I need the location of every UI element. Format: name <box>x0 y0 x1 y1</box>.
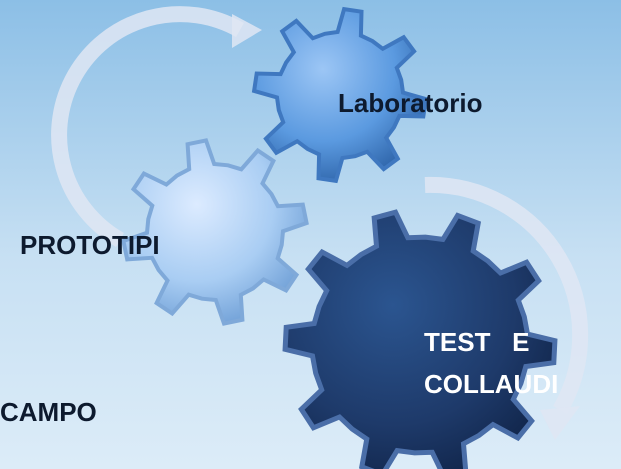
campo-label: CAMPO <box>0 397 97 427</box>
circular-arrow-icon <box>424 176 589 414</box>
prototipi-label: PROTOTIPI <box>20 230 160 260</box>
circular-arrow-icon <box>51 6 244 247</box>
test-label-line1: TEST E <box>424 327 530 357</box>
gear-icon <box>251 6 429 184</box>
laboratorio-label: Laboratorio <box>338 88 483 118</box>
arrow-head <box>232 14 262 48</box>
gear-icon <box>282 209 558 469</box>
test-label-line2: COLLAUDI <box>424 369 559 399</box>
arrow-head <box>540 406 580 440</box>
gear-icon <box>121 138 309 326</box>
